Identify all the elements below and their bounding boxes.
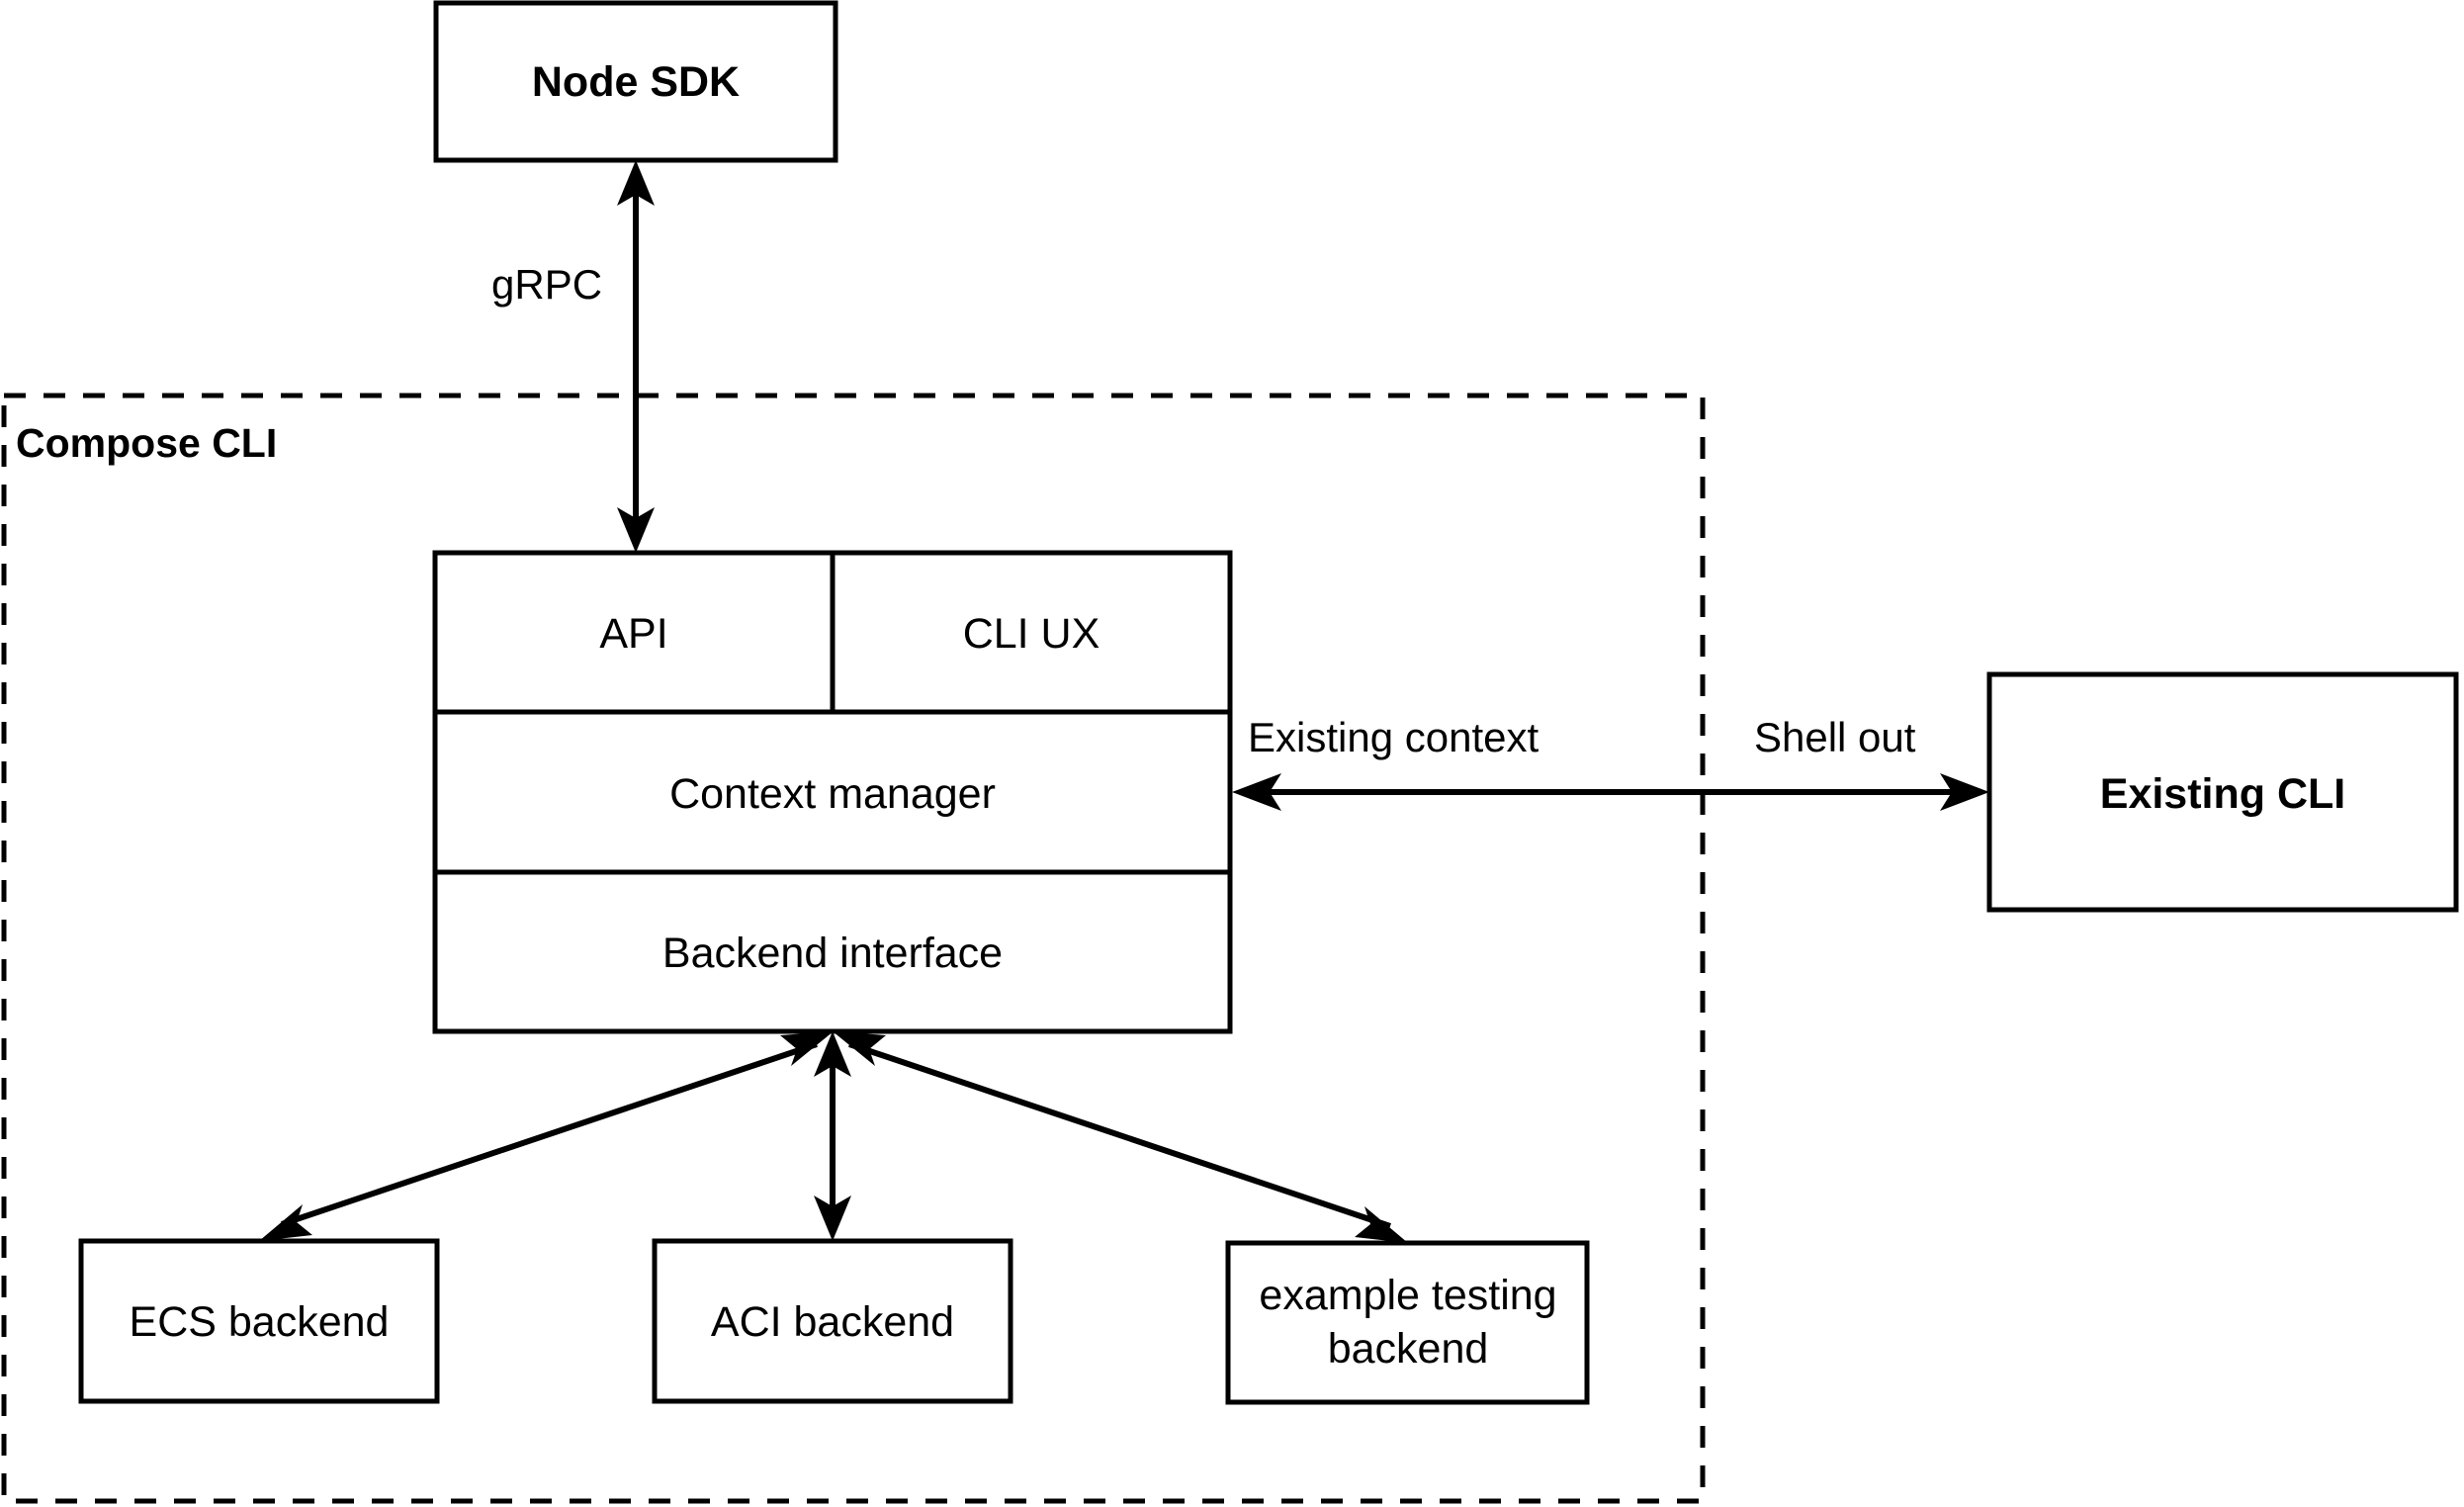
node-cli-ux-label: CLI UX [963, 610, 1100, 658]
node-context-manager-label: Context manager [669, 770, 996, 818]
edge-existing-context-label: Existing context [1248, 714, 1539, 760]
node-api[interactable]: API [599, 610, 667, 658]
node-node-sdk-label: Node SDK [532, 58, 740, 106]
node-backend-interface[interactable]: Backend interface [662, 930, 1003, 977]
node-cli-ux[interactable]: CLI UX [963, 610, 1100, 658]
edge-ecs-line [281, 1041, 818, 1227]
edge-existing-context-arrowhead [1232, 773, 1281, 811]
node-example-testing-backend[interactable]: example testing backend [1225, 1240, 1590, 1405]
node-example-testing-backend-label-line1: example testing [1259, 1272, 1556, 1319]
node-api-label: API [599, 610, 667, 658]
edge-backend-interface-example [833, 1031, 1408, 1243]
edge-example-arrowhead-up [833, 1031, 886, 1066]
node-node-sdk[interactable]: Node SDK [433, 0, 838, 163]
group-compose-cli: Compose CLI [1, 393, 1706, 1504]
edge-aci-arrowhead-up [814, 1031, 851, 1077]
node-existing-cli[interactable]: Existing CLI [1986, 671, 2459, 913]
node-backend-interface-label: Backend interface [662, 930, 1003, 977]
node-aci-backend-rect[interactable] [652, 1238, 1013, 1404]
node-ecs-backend[interactable]: ECS backend [78, 1238, 440, 1404]
edge-aci-arrowhead-down [814, 1196, 851, 1241]
edge-context-manager-existing-cli: Existing context Shell out [1232, 714, 1989, 811]
edge-grpc-label: gRPC [491, 261, 602, 308]
edge-shell-out-label: Shell out [1754, 714, 1916, 760]
edge-ecs-arrowhead-up [780, 1031, 834, 1066]
node-aci-backend-label: ACI backend [711, 1298, 954, 1346]
edge-shell-out-arrowhead [1940, 773, 1989, 811]
edge-grpc: gRPC [491, 160, 655, 553]
group-compose-cli-border [1, 393, 1706, 1504]
edge-ecs-arrowhead-down [259, 1204, 312, 1241]
edge-grpc-arrowhead-up [617, 160, 655, 206]
node-node-sdk-rect[interactable] [433, 0, 838, 163]
node-context-manager[interactable]: Context manager [669, 770, 996, 818]
edge-backend-interface-ecs [259, 1031, 834, 1241]
edge-example-line [848, 1041, 1391, 1229]
node-example-testing-backend-label-line2: backend [1328, 1325, 1489, 1373]
node-ecs-backend-rect[interactable] [78, 1238, 440, 1404]
node-example-testing-backend-rect[interactable] [1225, 1240, 1590, 1405]
node-existing-cli-rect[interactable] [1986, 671, 2459, 913]
edge-backend-interface-aci [814, 1031, 851, 1241]
node-ecs-backend-label: ECS backend [130, 1298, 390, 1346]
edge-example-arrowhead-down [1355, 1206, 1408, 1243]
node-aci-backend[interactable]: ACI backend [652, 1238, 1013, 1404]
group-compose-cli-label: Compose CLI [16, 420, 277, 466]
node-existing-cli-label: Existing CLI [2100, 770, 2345, 818]
node-compose-cli-stack: API CLI UX Context manager Backend inter… [432, 550, 1233, 1034]
edge-grpc-arrowhead-down [617, 507, 655, 553]
